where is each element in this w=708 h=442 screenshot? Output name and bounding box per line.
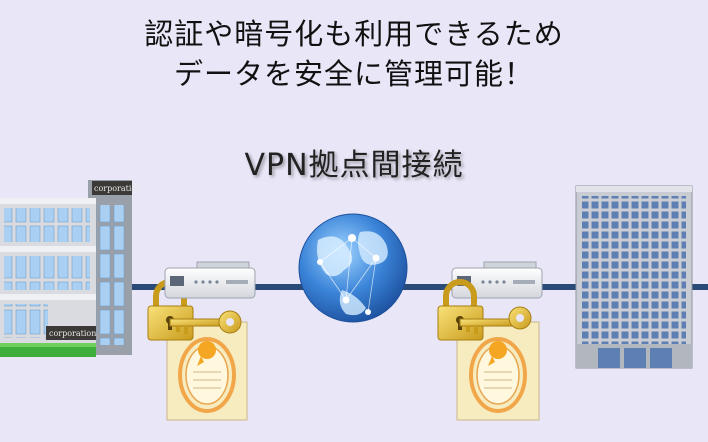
router-icon [164,261,256,299]
building-sign-bottom: corporation [49,329,96,338]
key-icon [169,310,242,334]
headline-line-2: データを安全に管理可能！ [173,57,534,91]
headline-line-1: 認証や暗号化も利用できるため [144,17,564,51]
office-building-icon: corporation corporation [0,180,141,357]
certificate-icon-right [456,321,540,421]
skyscraper-icon [575,185,693,369]
key-icon-right [459,306,532,334]
globe-icon [298,213,408,323]
diagram-subtitle: VPN拠点間接続 [244,148,464,183]
building-sign-top: corporation [94,184,141,193]
